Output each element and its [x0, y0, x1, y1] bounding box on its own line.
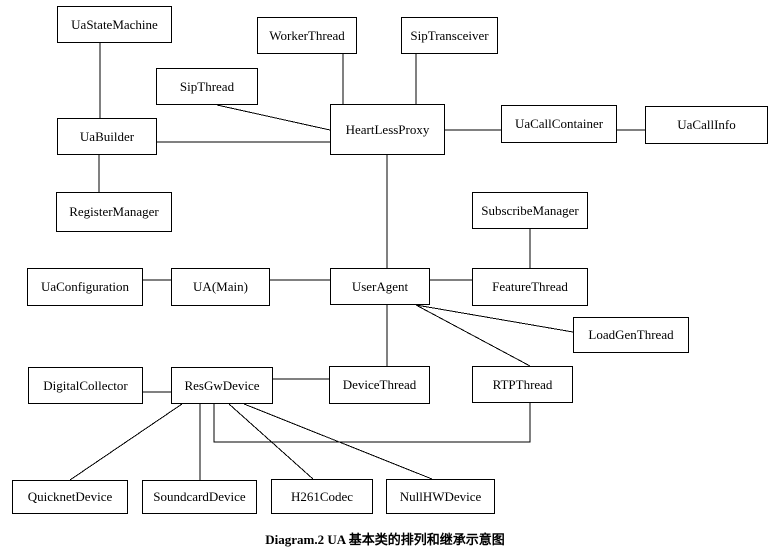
node-label: UaStateMachine — [71, 16, 158, 32]
node-h261-codec: H261Codec — [271, 479, 373, 514]
node-heart-less-proxy: HeartLessProxy — [330, 104, 445, 155]
node-register-manager: RegisterManager — [56, 192, 172, 232]
node-label: NullHWDevice — [399, 488, 482, 504]
edge-resgwdevice-quicknetdevice — [69, 403, 183, 481]
node-label: SubscribeManager — [481, 202, 579, 218]
node-subscribe-manager: SubscribeManager — [472, 192, 588, 229]
node-label: DeviceThread — [342, 377, 417, 392]
node-null-hw-device: NullHWDevice — [386, 479, 495, 514]
node-quicknet-device: QuicknetDevice — [12, 480, 128, 514]
node-label: DigitalCollector — [43, 377, 128, 393]
node-load-gen-thread: LoadGenThread — [573, 317, 689, 353]
edge-resgwdevice-nullhwdevice — [243, 403, 433, 480]
node-label: SipThread — [179, 78, 235, 94]
edge-useragent-rtpthread — [415, 304, 531, 367]
node-rtp-thread: RTPThread — [472, 366, 573, 403]
node-ua-call-info: UaCallInfo — [645, 106, 768, 144]
diagram-caption: Diagram.2 UA 基本类的排列和继承示意图 — [265, 532, 505, 547]
node-ua-call-container: UaCallContainer — [501, 105, 617, 143]
node-label: UaBuilder — [79, 128, 135, 144]
node-label: FeatureThread — [492, 279, 568, 294]
node-sip-transceiver: SipTransceiver — [401, 17, 498, 54]
node-label: SoundcardDevice — [153, 489, 246, 504]
node-label: ResGwDevice — [184, 377, 260, 393]
node-label: LoadGenThread — [588, 327, 674, 342]
edge-resgwdevice-rtpthread — [213, 403, 531, 443]
node-label: UaCallInfo — [677, 117, 736, 132]
node-label: UaConfiguration — [40, 279, 130, 294]
node-digital-collector: DigitalCollector — [28, 367, 143, 404]
node-label: H261Codec — [290, 488, 354, 504]
edge-resgwdevice-h261codec — [228, 403, 314, 480]
edge-sipthread-heartlessproxy — [216, 104, 331, 131]
node-ua-builder: UaBuilder — [57, 118, 157, 155]
node-user-agent: UserAgent — [330, 268, 430, 305]
node-label: UaCallContainer — [514, 116, 604, 131]
node-label: QuicknetDevice — [27, 489, 113, 504]
node-label: RegisterManager — [69, 204, 159, 219]
node-label: HeartLessProxy — [345, 121, 430, 137]
node-feature-thread: FeatureThread — [472, 268, 588, 306]
node-ua-configuration: UaConfiguration — [27, 268, 143, 306]
node-label: UA(Main) — [193, 279, 248, 294]
node-res-gw-device: ResGwDevice — [171, 367, 273, 404]
node-ua-state-machine: UaStateMachine — [57, 6, 172, 43]
node-soundcard-device: SoundcardDevice — [142, 480, 257, 514]
edge-useragent-loadgenthread — [415, 304, 574, 333]
node-sip-thread: SipThread — [156, 68, 258, 105]
node-label: RTPThread — [492, 376, 553, 392]
node-device-thread: DeviceThread — [329, 366, 430, 404]
node-label: WorkerThread — [269, 27, 345, 43]
node-worker-thread: WorkerThread — [257, 17, 357, 54]
node-label: UserAgent — [351, 278, 409, 294]
node-label: SipTransceiver — [410, 27, 489, 43]
node-ua-main: UA(Main) — [171, 268, 270, 306]
